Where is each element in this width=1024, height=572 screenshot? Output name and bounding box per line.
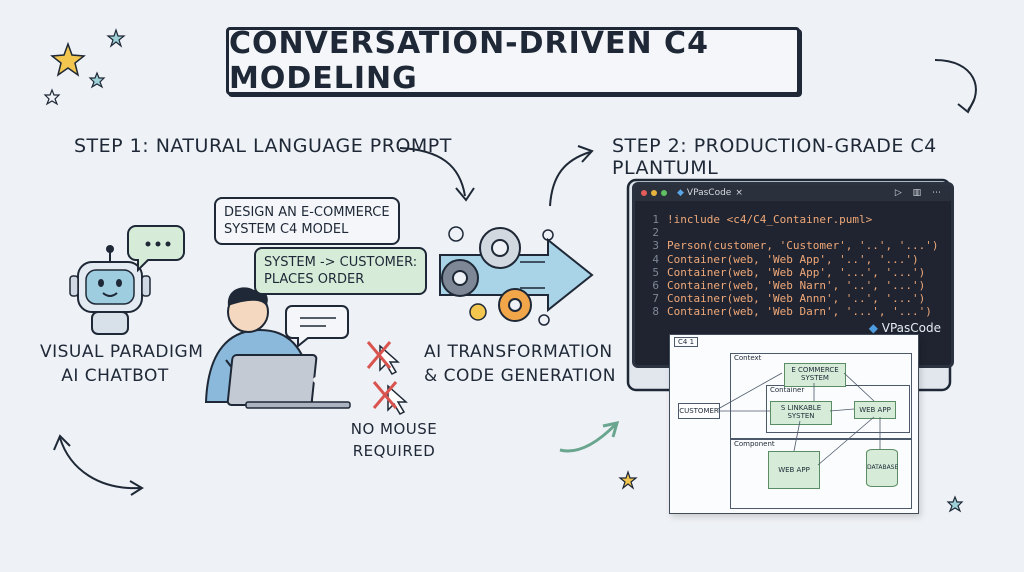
step1-label: STEP 1: NATURAL LANGUAGE PROMPT	[74, 135, 452, 157]
star-icon	[618, 470, 638, 490]
tab-close-icon[interactable]: ×	[735, 188, 743, 198]
title-box: CONVERSATION-DRIVEN C4 MODELING	[226, 26, 800, 96]
maximize-dot-icon[interactable]	[661, 190, 667, 196]
minimize-dot-icon[interactable]	[651, 190, 657, 196]
editor-brand: ◆ VPasCode	[869, 321, 941, 335]
star-icon	[50, 41, 86, 77]
chatbot-label: VISUAL PARADIGM AI CHATBOT	[40, 342, 204, 386]
c4-diagram-preview: C4 1 Context Container Component E COMME…	[669, 334, 919, 514]
vscode-logo-icon: ◆	[868, 321, 878, 335]
person-illustration	[204, 287, 351, 409]
no-mouse-label: NO MOUSE REQUIRED	[350, 420, 438, 460]
ai-gears-arrow-icon	[439, 226, 594, 326]
code-line: 2	[652, 226, 659, 240]
webapp-box-right[interactable]: WEB APP	[854, 401, 896, 419]
star-icon	[43, 88, 61, 106]
step2-label: STEP 2: PRODUCTION-GRADE C4 PLANTUML	[612, 135, 937, 179]
editor-app-name: VPasCode	[686, 188, 732, 198]
star-icon	[106, 28, 126, 48]
teal-arrow	[559, 423, 617, 453]
chat-bubble-icon	[127, 225, 185, 273]
webapp-box-bottom[interactable]: WEB APP	[768, 451, 820, 489]
double-arrow	[59, 437, 141, 490]
chat-bubble-icon	[285, 305, 349, 349]
star-icon	[88, 71, 106, 89]
editor-brand-text: VPasCode	[881, 321, 941, 335]
crossed-cursor-icon	[372, 381, 408, 415]
diagram-tab[interactable]: C4 1	[674, 337, 699, 347]
curved-arrow	[934, 59, 977, 111]
database-cylinder[interactable]: DATABASE	[866, 449, 898, 487]
customer-box[interactable]: CUSTOMER	[678, 403, 720, 419]
close-dot-icon[interactable]	[641, 190, 647, 196]
page-title: CONVERSATION-DRIVEN C4 MODELING	[229, 26, 709, 96]
editor-titlebar: ◆ VPasCode × ▷ ▥ ⋯	[635, 185, 951, 201]
code-line: 1!include <c4/C4_Container.puml>	[652, 213, 873, 226]
editor-actions-icon[interactable]: ▷ ▥ ⋯	[894, 188, 945, 198]
vscode-logo-icon: ◆	[677, 188, 684, 198]
curved-arrow	[549, 151, 591, 207]
robot-icon	[69, 245, 151, 335]
relation-bubble: SYSTEM -> CUSTOMER: PLACES ORDER	[254, 247, 428, 295]
crossed-cursor-icon	[366, 341, 400, 375]
prompt-bubble: DESIGN AN E-COMMERCE SYSTEM C4 MODEL	[214, 197, 400, 245]
linkable-system-box[interactable]: S LINKABLE SYSTEN	[770, 401, 832, 425]
ecommerce-system-box[interactable]: E COMMERCE SYSTEM	[784, 363, 846, 387]
ai-transformation-label: AI TRANSFORMATION & CODE GENERATION	[424, 342, 616, 386]
star-icon	[946, 495, 964, 513]
